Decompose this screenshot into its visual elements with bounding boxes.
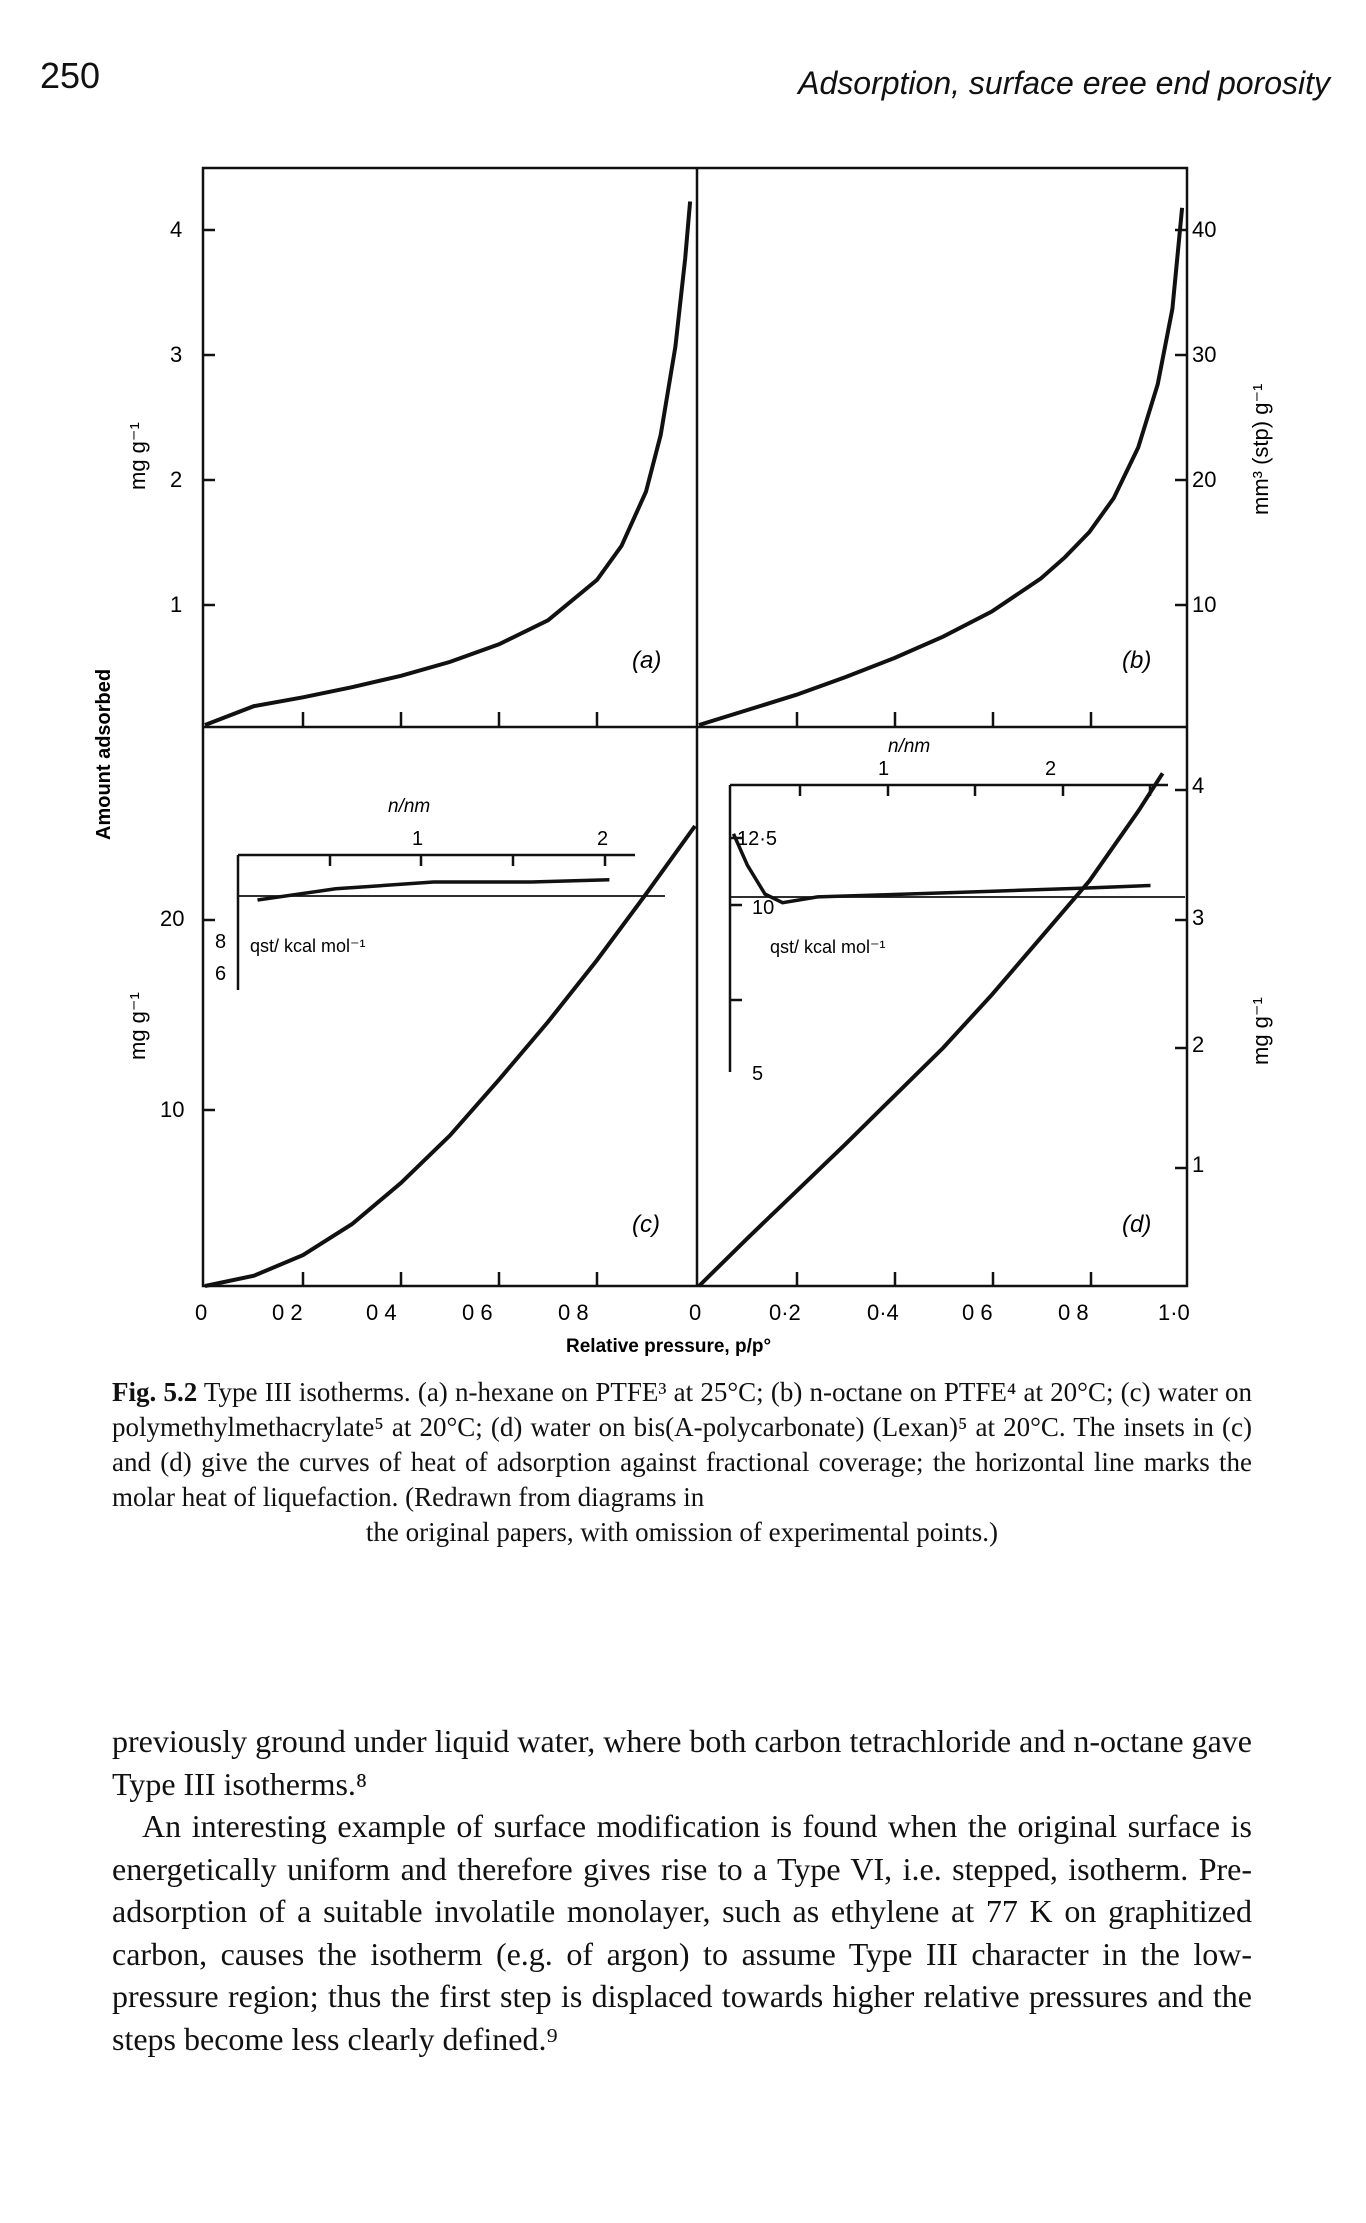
- isotherm-curve-c: [204, 824, 697, 1288]
- left-unit-bottom: mg g⁻¹: [125, 992, 150, 1060]
- right-tick-b3: 3: [1192, 905, 1204, 930]
- inset-d-tick-1: 1: [878, 758, 889, 780]
- inset-c-tick-8: 8: [215, 931, 226, 953]
- x-tick-c-04: 0 4: [366, 1300, 397, 1325]
- x-tick-d-10: 1·0: [1158, 1300, 1190, 1325]
- inset-d-curve: [731, 833, 1151, 905]
- amount-adsorbed-label: Amount adsorbed: [93, 669, 115, 840]
- right-tick-b4: 4: [1192, 773, 1204, 798]
- paragraph-2: An interesting example of surface modifi…: [112, 1808, 1252, 2057]
- paragraph-1: previously ground under liquid water, wh…: [112, 1723, 1252, 1802]
- x-tick-c-0: 0: [195, 1300, 207, 1325]
- running-title: Adsorption, surface eree end porosity: [798, 65, 1330, 101]
- caption-last-line: the original papers, with omission of ex…: [365, 1517, 999, 1547]
- isotherm-figure: 4 3 2 1 40 30 20 10 20 10 4 3 2 1 0 0 2 …: [93, 166, 1273, 1357]
- x-tick-c-08: 0 8: [558, 1300, 589, 1325]
- x-axis-label: Relative pressure, p/p°: [566, 1336, 771, 1357]
- inset-c-tick-2: 2: [597, 828, 608, 850]
- x-tick-d-02: 0·2: [769, 1300, 801, 1325]
- inset-c-tick-1: 1: [412, 828, 423, 850]
- right-tick-b2: 2: [1192, 1032, 1204, 1057]
- inset-d-tick-5: 5: [752, 1063, 763, 1085]
- right-unit-top: mm³ (stp) g⁻¹: [1248, 384, 1273, 515]
- left-tick-3: 3: [170, 342, 182, 367]
- page-number: 250: [40, 55, 101, 96]
- isotherm-curve-a: [204, 201, 693, 727]
- x-tick-d-0: 0: [689, 1300, 701, 1325]
- panel-label-c: (c): [632, 1211, 660, 1238]
- x-tick-c-06: 0 6: [462, 1300, 493, 1325]
- x-tick-c-02: 0 2: [272, 1300, 303, 1325]
- inset-c-axes: [236, 853, 635, 990]
- caption-text: Type III isotherms. (a) n-hexane on PTFE…: [112, 1377, 1253, 1512]
- figure-caption: Fig. 5.2 Type III isotherms. (a) n-hexan…: [112, 1375, 1252, 1550]
- panel-label-d: (d): [1122, 1211, 1151, 1238]
- inset-d-tick-2: 2: [1045, 758, 1056, 780]
- left-tick-10: 10: [160, 1097, 184, 1122]
- right-tick-20: 20: [1192, 467, 1216, 492]
- inset-c-tick-6: 6: [215, 963, 226, 985]
- inset-c-label: qst/ kcal mol⁻¹: [250, 936, 366, 956]
- inset-d-axes: [728, 783, 1168, 1072]
- right-tick-b1: 1: [1192, 1152, 1204, 1177]
- right-tick-30: 30: [1192, 342, 1216, 367]
- inset-c-ticks: [328, 855, 607, 866]
- right-tick-40: 40: [1192, 217, 1216, 242]
- isotherm-curve-b: [698, 207, 1185, 727]
- inset-d-tick-10: 10: [752, 897, 774, 919]
- x-tick-d-06: 0 6: [962, 1300, 993, 1325]
- page-header: 250 Adsorption, surface eree end porosit…: [40, 55, 1330, 115]
- isotherm-curve-d: [697, 772, 1165, 1288]
- body-text: previously ground under liquid water, wh…: [112, 1720, 1252, 2060]
- panel-label-b: (b): [1122, 647, 1151, 674]
- inset-c-curve: [257, 878, 610, 902]
- inset-d-axis: n/nm: [888, 736, 930, 757]
- x-tick-d-04: 0·4: [867, 1300, 899, 1325]
- right-unit-bottom: mg g⁻¹: [1248, 997, 1273, 1065]
- left-tick-4: 4: [170, 217, 182, 242]
- inset-c-axis: n/nm: [388, 796, 430, 817]
- left-unit-top: mg g⁻¹: [125, 422, 150, 490]
- x-tick-d-08: 0 8: [1058, 1300, 1089, 1325]
- left-tick-2: 2: [170, 467, 182, 492]
- inset-d-label: qst/ kcal mol⁻¹: [770, 937, 886, 957]
- panel-label-a: (a): [632, 647, 661, 674]
- left-tick-20: 20: [160, 906, 184, 931]
- inset-d-tick-125: 12·5: [737, 828, 777, 850]
- caption-fig-number: Fig. 5.2: [112, 1377, 198, 1407]
- left-tick-1: 1: [170, 592, 182, 617]
- right-tick-10: 10: [1192, 592, 1216, 617]
